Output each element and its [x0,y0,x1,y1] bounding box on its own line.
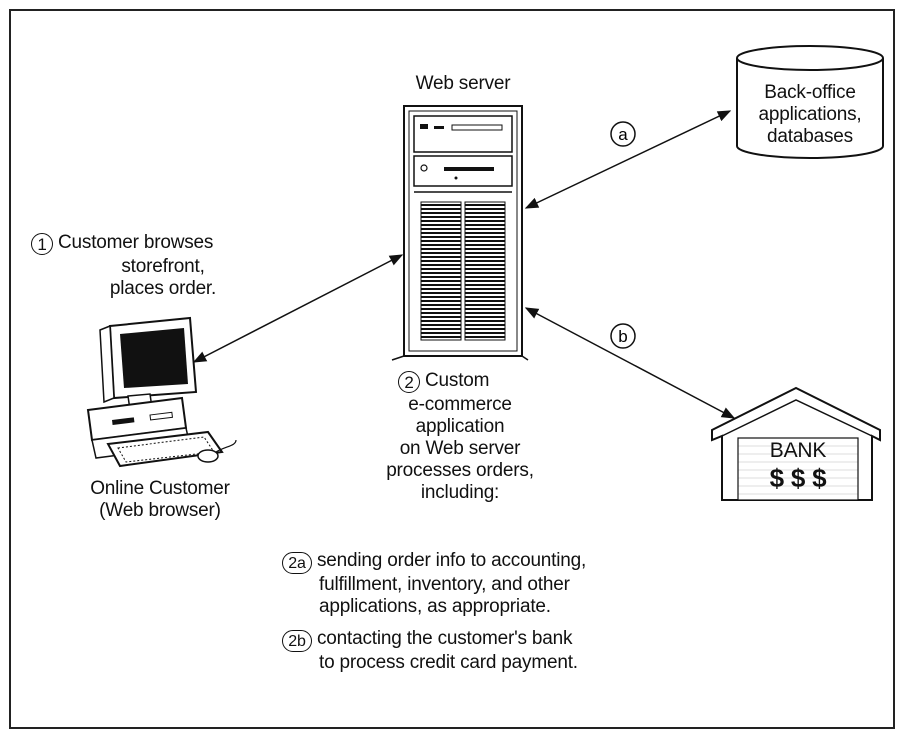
bank-symbols: $ $ $ [769,463,827,493]
step2a-line1: sending order info to accounting, [317,550,587,571]
customer-label: Online Customer (Web browser) [60,478,260,522]
step2-line5: processes orders, [386,460,534,481]
step2-line1: Custom [425,370,490,391]
step2-badge: 2 [398,371,420,393]
step1-line1: Customer browses [58,232,214,253]
step2b-line1: contacting the customer's bank [317,628,573,649]
svg-text:b: b [618,327,627,346]
arrow-server-bank [524,307,736,419]
step2-line6: including: [420,482,500,503]
database-label-line2: applications, [758,104,862,125]
step2a-line2: fulfillment, inventory, and other [319,574,570,595]
arrow-customer-server [192,254,404,363]
database-icon [736,45,884,159]
link-badge-b: b [610,323,636,349]
svg-text:a: a [618,125,628,144]
step1-line3: places order. [109,278,217,299]
step2-line3: application [415,416,505,437]
step1-line2: storefront, [121,256,205,277]
step2b-badge: 2b [282,630,312,652]
step2b-line2: to process credit card payment. [319,652,578,673]
step2-line2: e-commerce [408,394,512,415]
computer-icon [86,316,237,468]
web-server-title: Web server [415,73,511,94]
customer-line1: Online Customer [90,478,230,499]
database-label-line1: Back-office [764,82,856,103]
bank-label: BANK [769,439,827,462]
step1-continued: storefront, places order. [63,256,263,300]
diagram-canvas: a b [86,45,884,501]
step2-line4: on Web server [399,438,521,459]
customer-line2: (Web browser) [99,500,221,521]
database-label: Back-office applications, databases [737,82,883,148]
database-label-line3: databases [767,126,853,147]
bank-icon [711,386,881,501]
link-badge-a: a [610,121,636,147]
step1-badge: 1 [31,233,53,255]
step2a-badge: 2a [282,552,312,574]
arrow-server-database [524,110,732,209]
step2a-line3: applications, as appropriate. [319,596,551,617]
step2-description: e-commerce application on Web server pro… [360,394,560,504]
web-server-icon [391,105,529,361]
